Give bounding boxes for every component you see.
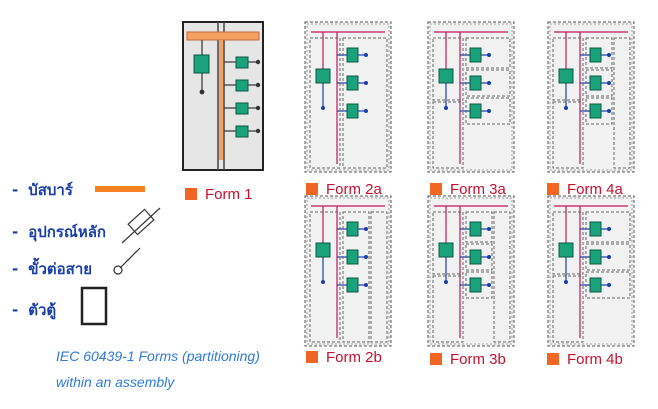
- form-label-3b: Form 3b: [430, 350, 506, 368]
- form-4b-diagram: [547, 195, 635, 347]
- legend-dash: -: [12, 301, 19, 319]
- caption-line-2: within an assembly: [56, 374, 175, 390]
- caption-line-1: IEC 60439-1 Forms (partitioning): [56, 348, 260, 364]
- legend-label-enclosure: ตัวตู้: [28, 301, 57, 319]
- form-1-diagram: [182, 21, 264, 171]
- orange-square-icon: [430, 353, 442, 365]
- form-label-text: Form 4a: [567, 180, 623, 198]
- busbar-swatch-icon: [95, 186, 145, 192]
- form-label-4a: Form 4a: [547, 180, 623, 198]
- form-2b-diagram: [304, 195, 392, 347]
- form-label-3a: Form 3a: [430, 180, 506, 198]
- form-label-2a: Form 2a: [306, 180, 382, 198]
- form-2a-diagram: [304, 21, 392, 173]
- form-label-text: Form 4b: [567, 350, 623, 368]
- enclosure-icon: [80, 286, 108, 326]
- orange-square-icon: [430, 183, 442, 195]
- form-label-text: Form 3a: [450, 180, 506, 198]
- legend-dash: -: [12, 223, 19, 241]
- main-device-icon: [121, 207, 161, 244]
- form-3b-diagram: [427, 195, 515, 347]
- orange-square-icon: [547, 183, 559, 195]
- form-4a-diagram: [547, 21, 635, 173]
- legend-label-main-device: อุปกรณ์หลัก: [28, 223, 106, 241]
- orange-square-icon: [306, 183, 318, 195]
- form-3a-diagram: [427, 21, 515, 173]
- form-label-4b: Form 4b: [547, 350, 623, 368]
- legend-label-terminal: ขั้วต่อสาย: [28, 260, 93, 278]
- orange-square-icon: [547, 353, 559, 365]
- terminal-icon: [113, 247, 141, 275]
- form-label-text: Form 1: [205, 185, 253, 203]
- form-label-text: Form 2a: [326, 180, 382, 198]
- legend-item-enclosure: - ตัวตู้: [12, 298, 56, 322]
- form-label-text: Form 3b: [450, 350, 506, 368]
- legend-dash: -: [12, 181, 19, 199]
- orange-square-icon: [185, 188, 197, 200]
- form-label-1: Form 1: [185, 185, 253, 203]
- legend-label-busbar: บัสบาร์: [28, 181, 73, 199]
- legend-item-terminal: - ขั้วต่อสาย: [12, 257, 92, 281]
- legend-item-main-device: - อุปกรณ์หลัก: [12, 220, 106, 244]
- form-label-text: Form 2b: [326, 348, 382, 366]
- form-label-2b: Form 2b: [306, 348, 382, 366]
- legend-dash: -: [12, 260, 19, 278]
- orange-square-icon: [306, 351, 318, 363]
- legend-item-busbar: - บัสบาร์: [12, 178, 73, 202]
